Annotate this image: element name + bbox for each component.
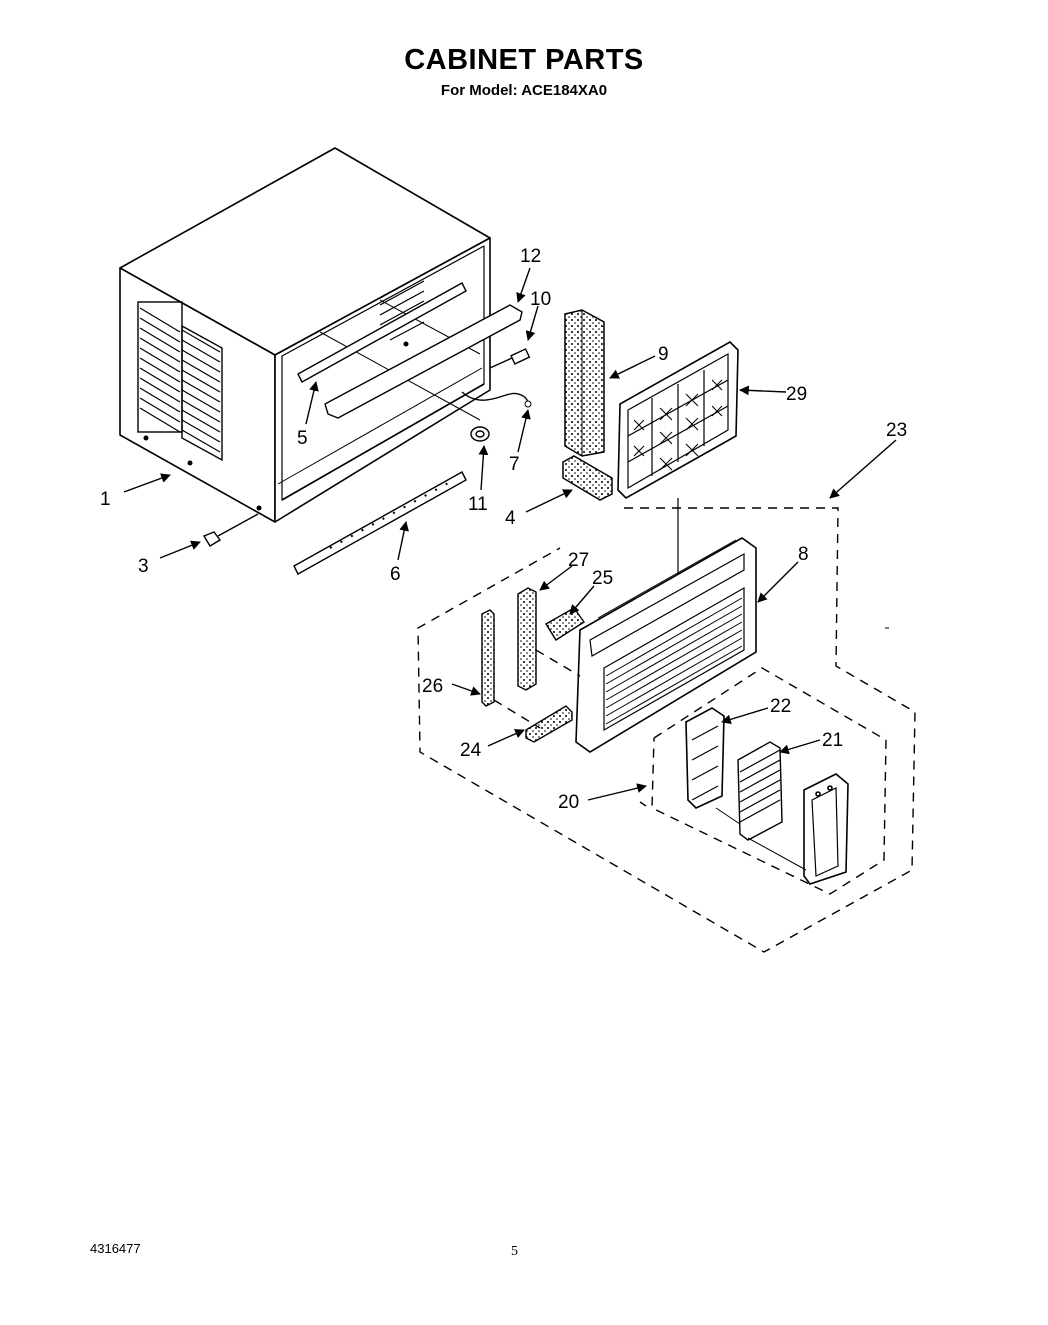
part-12-rail xyxy=(324,304,523,419)
part-10-screw xyxy=(489,348,531,369)
assembly-23-outline xyxy=(417,507,916,953)
callout-24: 24 xyxy=(460,740,482,761)
callout-5: 5 xyxy=(297,428,308,449)
callout-27: 27 xyxy=(568,550,589,571)
callout-21: 21 xyxy=(822,730,843,751)
callout-25: 25 xyxy=(592,568,613,589)
part-number: 4316477 xyxy=(90,1241,141,1256)
part-27-seal xyxy=(517,587,537,691)
cabinet-louvers xyxy=(137,280,425,462)
callout-3: 3 xyxy=(138,556,149,577)
model-subtitle: For Model: ACE184XA0 xyxy=(440,82,608,99)
part-25-pad xyxy=(545,607,585,641)
part-6-rail xyxy=(293,471,467,575)
part-21-louver-blades xyxy=(737,741,783,841)
callout-11: 11 xyxy=(468,494,488,515)
part-24-foam xyxy=(525,705,573,743)
callout-7: 7 xyxy=(509,454,520,475)
page-title: CABINET PARTS xyxy=(404,44,644,76)
callout-1: 1 xyxy=(100,489,111,510)
part-5-rail xyxy=(297,282,467,383)
callout-20: 20 xyxy=(558,792,579,813)
callout-26: 26 xyxy=(422,676,443,697)
callout-8: 8 xyxy=(798,544,809,565)
cabinet-shell xyxy=(119,147,491,523)
callout-6: 6 xyxy=(390,564,401,585)
part-4-foam xyxy=(562,455,613,501)
page-number: 5 xyxy=(511,1244,518,1259)
part-3-screw xyxy=(202,513,259,547)
part-9-filter xyxy=(564,309,605,457)
part-11-nut xyxy=(470,426,490,442)
callout-22: 22 xyxy=(770,696,791,717)
part-29-filter-grid xyxy=(617,341,739,499)
callout-23: 23 xyxy=(886,420,907,441)
part-8-front-grille xyxy=(575,537,757,753)
part-22-louver-frame xyxy=(685,707,725,809)
part-20-louver-housing xyxy=(803,773,849,885)
part-26-seal xyxy=(481,609,495,707)
part-7-wire xyxy=(461,391,529,403)
callout-10: 10 xyxy=(530,289,551,310)
callout-29: 29 xyxy=(786,384,807,405)
callout-12: 12 xyxy=(520,246,541,267)
leader-arrows xyxy=(123,267,897,801)
callout-4: 4 xyxy=(505,508,516,529)
callout-9: 9 xyxy=(658,344,669,365)
